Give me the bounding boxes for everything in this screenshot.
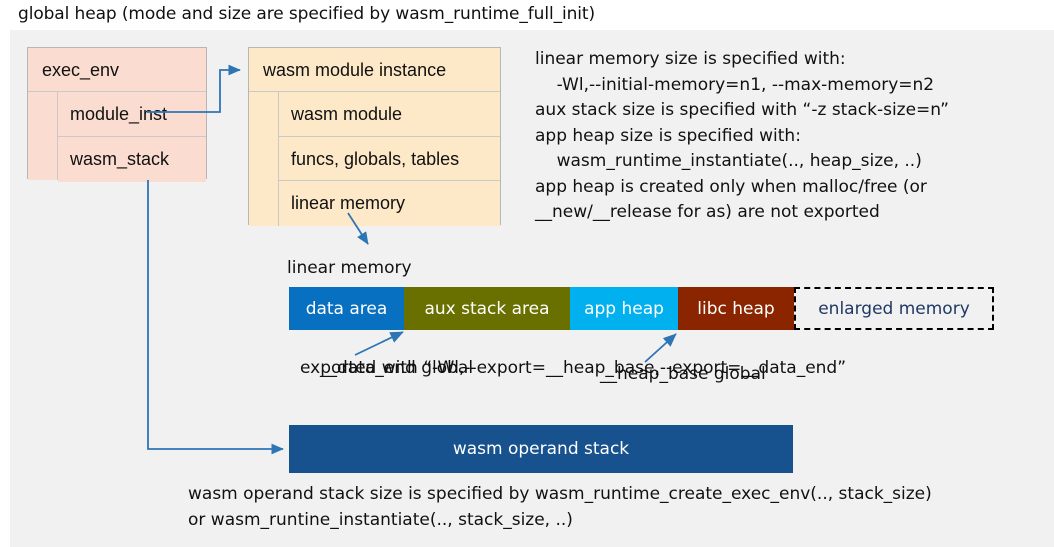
module-instance-row-funcs-globals-tables: funcs, globals, tables	[279, 136, 500, 182]
exec-env-box: exec_env module_inst wasm_stack	[27, 47, 207, 182]
memory-segment-aux-stack-area: aux stack area	[404, 287, 570, 330]
exported-with-text: exported with “-Wl,--export=__heap_base,…	[300, 358, 847, 378]
memory-segment-data-area: data area	[289, 287, 404, 330]
page-title: global heap (mode and size are specified…	[18, 4, 595, 24]
linear-memory-info-text: linear memory size is specified with: -W…	[535, 49, 949, 222]
operand-stack-note-text: wasm operand stack size is specified by …	[188, 484, 932, 530]
exec-env-row-module-inst: module_inst	[58, 92, 206, 137]
memory-segment-app-heap: app heap	[570, 287, 678, 330]
wasm-operand-stack-box: wasm operand stack	[289, 425, 793, 473]
heap-base-global-label: __heap_base global	[600, 364, 766, 384]
exec-env-indent	[28, 92, 58, 180]
module-instance-row-wasm-module: wasm module	[279, 92, 500, 137]
memory-segment-enlarged-memory: enlarged memory	[794, 287, 994, 330]
module-instance-header: wasm module instance	[249, 48, 500, 92]
exec-env-header: exec_env	[28, 48, 206, 92]
wasm-module-instance-box: wasm module instance wasm module funcs, …	[248, 47, 501, 226]
module-instance-indent	[249, 92, 279, 226]
memory-segment-libc-heap: libc heap	[678, 287, 794, 330]
module-instance-rows: wasm module funcs, globals, tables linea…	[249, 92, 500, 226]
exec-env-row-wasm-stack: wasm_stack	[58, 137, 206, 182]
exec-env-rows: module_inst wasm_stack	[28, 92, 206, 182]
data-end-global-label: __data_end global	[320, 358, 474, 378]
linear-memory-label: linear memory	[287, 258, 412, 278]
module-instance-row-linear-memory: linear memory	[279, 181, 500, 226]
